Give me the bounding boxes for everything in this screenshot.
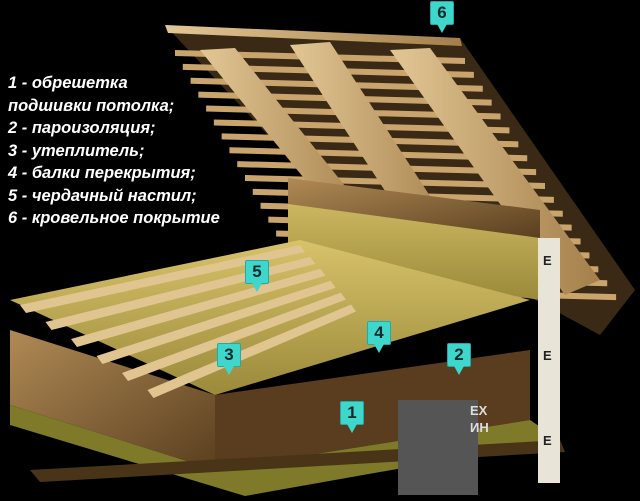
legend-item: 2 - пароизоляция; bbox=[8, 119, 156, 137]
post-labels: Е Е Е ЕХ ИН bbox=[470, 253, 552, 448]
post-label: Е bbox=[543, 348, 552, 363]
legend-item: 6 - кровельное покрытие bbox=[8, 209, 220, 227]
post bbox=[538, 238, 560, 483]
floor-board bbox=[122, 292, 346, 381]
legend-item: подшивки потолка; bbox=[8, 96, 175, 115]
rafter bbox=[390, 48, 600, 295]
roof-covering bbox=[165, 25, 462, 46]
legend: 1 - обрешетка подшивки потолка; 2 - паро… bbox=[8, 72, 220, 230]
post-label: Е bbox=[543, 253, 552, 268]
post-label: ЕХ bbox=[470, 403, 488, 418]
legend-item: 3 - утеплитель; bbox=[8, 141, 145, 160]
legend-item: 5 - чердачный настил; bbox=[8, 186, 197, 205]
insulation-top bbox=[10, 240, 530, 395]
floor-board bbox=[147, 304, 356, 398]
legend-item: 1 - обрешетка bbox=[8, 74, 128, 92]
post-label: Е bbox=[543, 433, 552, 448]
marker-3: 3 bbox=[217, 343, 241, 375]
legend-item: 4 - балки перекрытия; bbox=[8, 164, 196, 182]
floor-beam-face bbox=[215, 350, 530, 470]
floor-left-face bbox=[10, 330, 215, 470]
marker-6: 6 bbox=[430, 1, 454, 33]
marker-5: 5 bbox=[245, 260, 269, 292]
floor-board bbox=[96, 280, 336, 364]
wall bbox=[398, 400, 478, 495]
marker-4: 4 bbox=[367, 321, 391, 353]
post-label: ИН bbox=[470, 420, 489, 435]
floor-board bbox=[20, 245, 305, 313]
marker-2: 2 bbox=[447, 343, 471, 375]
marker-1: 1 bbox=[340, 401, 364, 433]
kneewall-beam bbox=[288, 178, 540, 238]
